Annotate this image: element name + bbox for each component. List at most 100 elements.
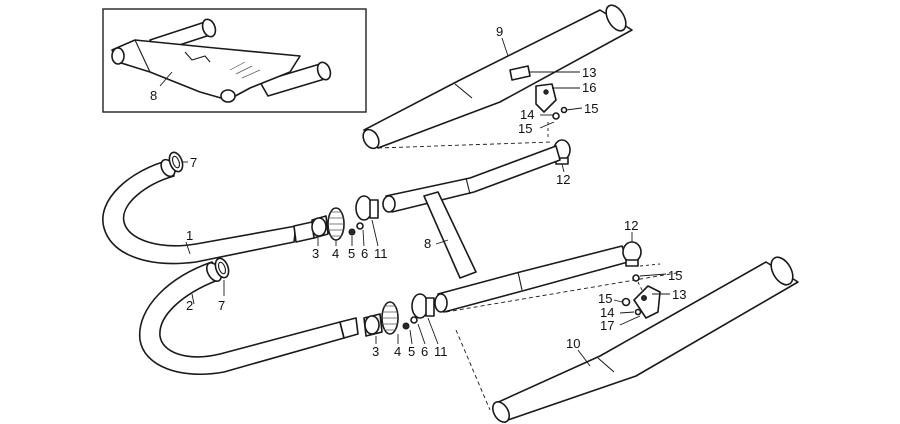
bolt-14a: [552, 112, 560, 120]
crossover-lower-end: [434, 293, 448, 313]
ring-nut-4a-teeth: [328, 211, 344, 237]
washer-15c: [632, 274, 640, 282]
callout-4a: 4: [332, 246, 339, 261]
muffler-9-seam: [454, 83, 473, 99]
washer-5a: [348, 228, 356, 236]
washer-15d: [621, 297, 631, 307]
callout-3a: 3: [312, 246, 319, 261]
leader-5b: [409, 329, 413, 345]
callout-14b: 14: [600, 305, 614, 320]
crossover-upper-seam: [465, 177, 471, 195]
callout-17: 17: [600, 318, 614, 333]
callout-1: 1: [186, 228, 193, 243]
callout-13b: 13: [672, 287, 686, 302]
ring-nut-4b-teeth: [382, 305, 398, 331]
callout-5a: 5: [348, 246, 355, 261]
leader-15a: [565, 107, 583, 111]
bracket-16: [535, 83, 557, 113]
callout-14a: 14: [520, 107, 534, 122]
clamp-12-lower: [622, 241, 642, 267]
crossover-lower-seam: [517, 271, 523, 291]
callout-4b: 4: [394, 344, 401, 359]
muffler-10: [492, 256, 799, 423]
callout-6b: 6: [421, 344, 428, 359]
inset-leader-8: [159, 71, 173, 87]
alignment-line-lower-a: [639, 263, 661, 267]
callout-13a: 13: [582, 65, 596, 80]
inset-crossover-body: [111, 39, 301, 101]
muffler-10-seam: [597, 357, 615, 373]
leader-15d: [613, 299, 623, 303]
callout-8-inset: 8: [150, 88, 157, 103]
sleeve-3a-end: [311, 217, 327, 237]
callout-9: 9: [496, 24, 503, 39]
callout-7b: 7: [218, 298, 225, 313]
header-pipe-2: [138, 261, 359, 376]
leader-14b: [619, 311, 635, 314]
gasket-7-lower-inner: [217, 261, 227, 275]
leader-1: [185, 241, 191, 255]
muffler-9-inlet: [362, 128, 380, 150]
muffler-9-mount-tab: [509, 65, 531, 81]
fittings-upper-row: [311, 195, 379, 241]
muffler-10-inlet: [492, 401, 510, 423]
leader-17: [619, 315, 641, 326]
leader-11b: [427, 317, 439, 345]
callout-11a: 11: [374, 246, 388, 261]
sleeve-3b-end: [364, 315, 380, 335]
bracket-16-hole: [543, 89, 549, 95]
leader-6a: [362, 229, 365, 247]
washer-5b: [402, 322, 410, 330]
callout-10: 10: [566, 336, 580, 351]
leader-2: [191, 293, 195, 305]
leader-12a: [561, 163, 565, 173]
inset-upper-tube-end: [201, 18, 217, 38]
inset-left-end: [111, 47, 125, 65]
leader-8: [435, 239, 449, 245]
header-pipe-1-collar: [293, 221, 315, 243]
callout-7a: 7: [190, 155, 197, 170]
crossover-pipe-8: [382, 145, 629, 313]
header-pipe-2-body: [138, 261, 345, 376]
inset-body-edge: [134, 39, 151, 73]
bracket-13-lower-hole: [641, 295, 647, 301]
gasket-7-upper: [168, 151, 184, 173]
callout-3b: 3: [372, 344, 379, 359]
alignment-line-lower-d: [445, 271, 683, 313]
callout-15b: 15: [518, 121, 532, 136]
header-pipe-2-collar: [339, 317, 359, 339]
gasket-7-lower: [214, 257, 230, 279]
callout-15c: 15: [668, 268, 682, 283]
header-pipe-1-body: [102, 159, 297, 265]
leader-9: [501, 37, 509, 57]
callout-12a: 12: [556, 172, 570, 187]
inset-bottom-end: [220, 89, 236, 103]
callout-5b: 5: [408, 344, 415, 359]
leader-15b: [539, 121, 555, 129]
crossover-upper-tube: [385, 145, 561, 213]
gasket-7-upper-inner: [171, 155, 181, 169]
leader-10: [577, 349, 591, 367]
callout-6a: 6: [361, 246, 368, 261]
callout-16: 16: [582, 80, 596, 95]
callout-8: 8: [424, 236, 431, 251]
callout-2: 2: [186, 298, 193, 313]
inset-crossover-detail: 8: [102, 8, 367, 113]
leader-11a: [371, 219, 379, 247]
clamp-12-lower-bolt: [625, 259, 639, 267]
inset-shading: [229, 61, 261, 79]
alignment-line-lower-c: [455, 329, 491, 411]
callout-15d: 15: [598, 291, 612, 306]
fittings-lower-row: [363, 293, 435, 337]
clamp-11b-side: [425, 297, 435, 317]
bolt-14b: [634, 308, 642, 316]
header-pipe-1: [102, 158, 315, 265]
muffler-10-end-cap: [770, 256, 794, 286]
clamp-11a-side: [369, 199, 379, 219]
callout-15a: 15: [584, 101, 598, 116]
muffler-9-end-cap: [605, 4, 627, 32]
bolt-6b: [410, 316, 418, 324]
clamp-12-lower-ring: [622, 241, 642, 263]
inset-lower-tube-end: [316, 61, 332, 81]
